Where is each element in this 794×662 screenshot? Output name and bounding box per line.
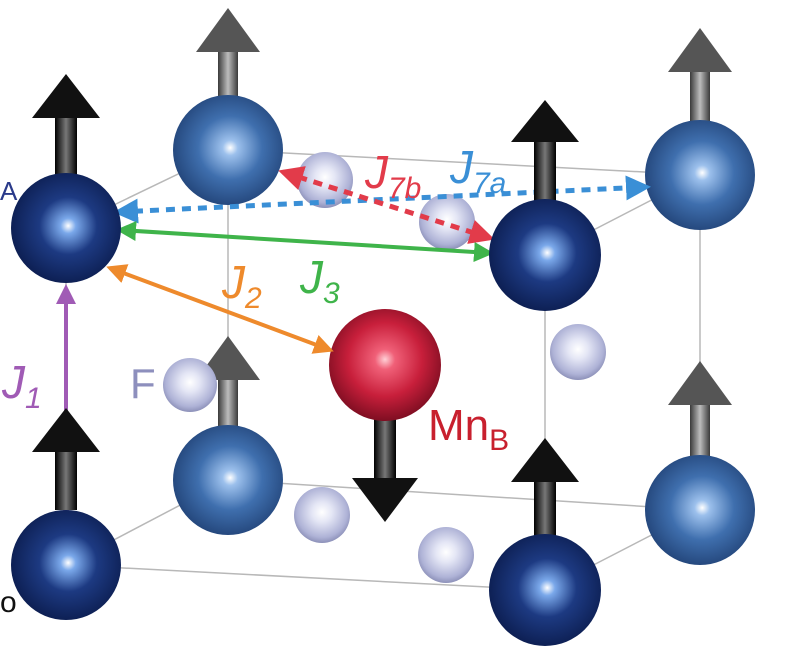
- spin-arrow-front-bottom-left: [32, 408, 100, 510]
- edge-label-bottom: o: [0, 586, 17, 619]
- mn-a-atom-back-top-left: [173, 95, 283, 205]
- j2-exchange-arrow: [106, 264, 334, 354]
- spin-arrow-front-top-right: [511, 100, 579, 202]
- j2-label: J2: [221, 256, 262, 315]
- mn-b-label: MnB: [428, 401, 509, 457]
- j7b-label: J7b: [364, 146, 421, 205]
- mn-a-atom-back-bottom-left: [173, 425, 283, 535]
- mn-a-atom-front-top-left: [11, 173, 121, 283]
- mn-b-atom: [329, 309, 441, 421]
- spin-arrow-front-bottom-right: [511, 438, 579, 542]
- mn-a-atom-front-top-right: [489, 199, 601, 311]
- mn-a-atom-back-top-right: [645, 120, 755, 230]
- fluorine-atom: [419, 194, 475, 250]
- edge-label-left: A: [0, 176, 18, 206]
- fluorine-atom: [163, 358, 217, 412]
- spin-arrow-back-bottom-left: [196, 336, 260, 435]
- mn-a-atom-front-bottom-right: [489, 534, 601, 646]
- spin-arrow-back-bottom-right: [668, 361, 732, 460]
- fluorine-label: F: [130, 360, 156, 407]
- j7a-label: J7a: [449, 141, 506, 200]
- spin-arrow-back-top-right: [668, 28, 732, 125]
- fluorine-atom: [550, 324, 606, 380]
- j3-exchange-arrow: [116, 221, 494, 262]
- mn-a-atom-front-bottom-left: [11, 510, 121, 620]
- fluorine-atom: [418, 527, 474, 583]
- fluorine-atom: [294, 487, 350, 543]
- spin-arrow-back-top-left: [196, 8, 260, 102]
- j3-label: J3: [299, 251, 340, 310]
- spin-arrow-front-top-left: [32, 74, 100, 178]
- j1-label: J1: [1, 356, 42, 415]
- mn-a-atom-back-bottom-right: [645, 455, 755, 565]
